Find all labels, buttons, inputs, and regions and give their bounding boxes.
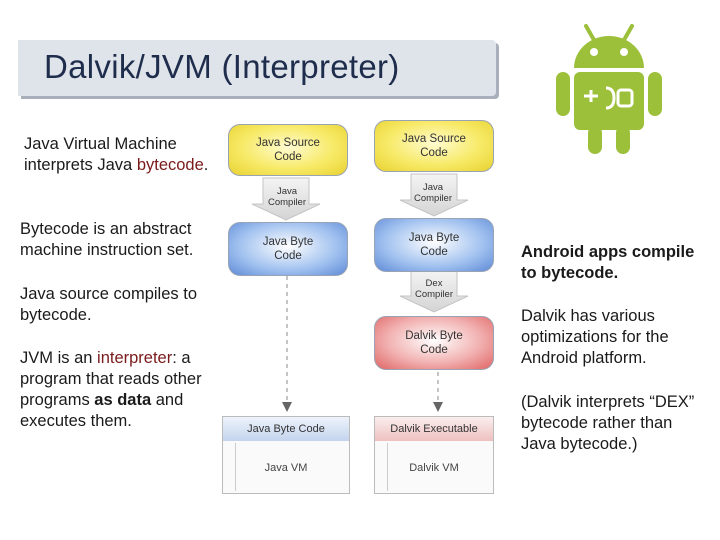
jvm-bytecode-node: Java Byte Code: [228, 222, 348, 276]
slide-title: Dalvik/JVM (Interpreter): [44, 48, 400, 85]
text-segment: Java Virtual Machine interprets Java: [24, 135, 177, 174]
dalvik-load-arrowhead: [433, 402, 443, 412]
jvm-runtime-box: Java Byte Code Java VM: [222, 416, 350, 494]
dalvik-java-bytecode-node: Java Byte Code: [374, 218, 494, 272]
node-label: Java Byte Code: [408, 232, 460, 258]
dalvik-runtime-box: Dalvik Executable Dalvik VM: [374, 416, 494, 494]
android-compile-note: Android apps compile to bytecode.: [521, 243, 695, 282]
dalvik-java-compiler-arrow: [399, 173, 469, 217]
bytecode-term: bytecode: [136, 156, 204, 174]
dex-compiler-label: Dex Compiler: [414, 278, 453, 300]
text-segment: .: [203, 156, 209, 174]
jvm-description: Java Virtual Machine interprets Java byt…: [24, 134, 220, 176]
text-segment: JVM is an: [20, 349, 98, 367]
node-label: Java Source Code: [256, 137, 320, 163]
as-data-term: as data: [94, 391, 152, 409]
dex-compiler-arrow: [399, 269, 469, 313]
dalvik-runtime-header: Dalvik Executable: [375, 417, 493, 441]
divider: [235, 443, 236, 491]
jvm-load-arrowhead: [282, 402, 292, 412]
diagram-arrows: [251, 173, 469, 412]
bytecode-description: Bytecode is an abstract machine instruct…: [20, 220, 194, 259]
jvm-runtime-header: Java Byte Code: [223, 417, 349, 441]
node-label: Java Source Code: [402, 133, 466, 159]
title-bar: [18, 40, 496, 96]
jvm-java-source-node: Java Source Code: [228, 124, 348, 176]
dalvik-java-compiler-label: Java Compiler: [413, 182, 452, 204]
node-label: Dalvik Byte Code: [405, 330, 463, 356]
jvm-compiler-label: Java Compiler: [267, 186, 306, 208]
java-compiler-arrow: [251, 177, 321, 221]
dalvik-optimization-note: Dalvik has various optimizations for the…: [521, 307, 669, 367]
dex-note: (Dalvik interprets “DEX” bytecode rather…: [521, 393, 695, 453]
node-label: Java Byte Code: [262, 236, 314, 262]
text-segment: : a program that reads other programs: [20, 349, 202, 409]
compile-description: Java source compiles to bytecode.: [20, 285, 197, 324]
dalvik-java-source-node: Java Source Code: [374, 120, 494, 172]
dalvik-bytecode-node: Dalvik Byte Code: [374, 316, 494, 370]
android-robot-icon: [556, 24, 662, 154]
interpreter-description: JVM is an interpreter: a program that re…: [20, 348, 225, 432]
divider: [387, 443, 388, 491]
text-segment: and executes them.: [20, 391, 184, 430]
dalvik-vm-label: Dalvik VM: [409, 462, 459, 474]
java-vm-label: Java VM: [264, 462, 308, 474]
interpreter-term: interpreter: [97, 349, 173, 367]
